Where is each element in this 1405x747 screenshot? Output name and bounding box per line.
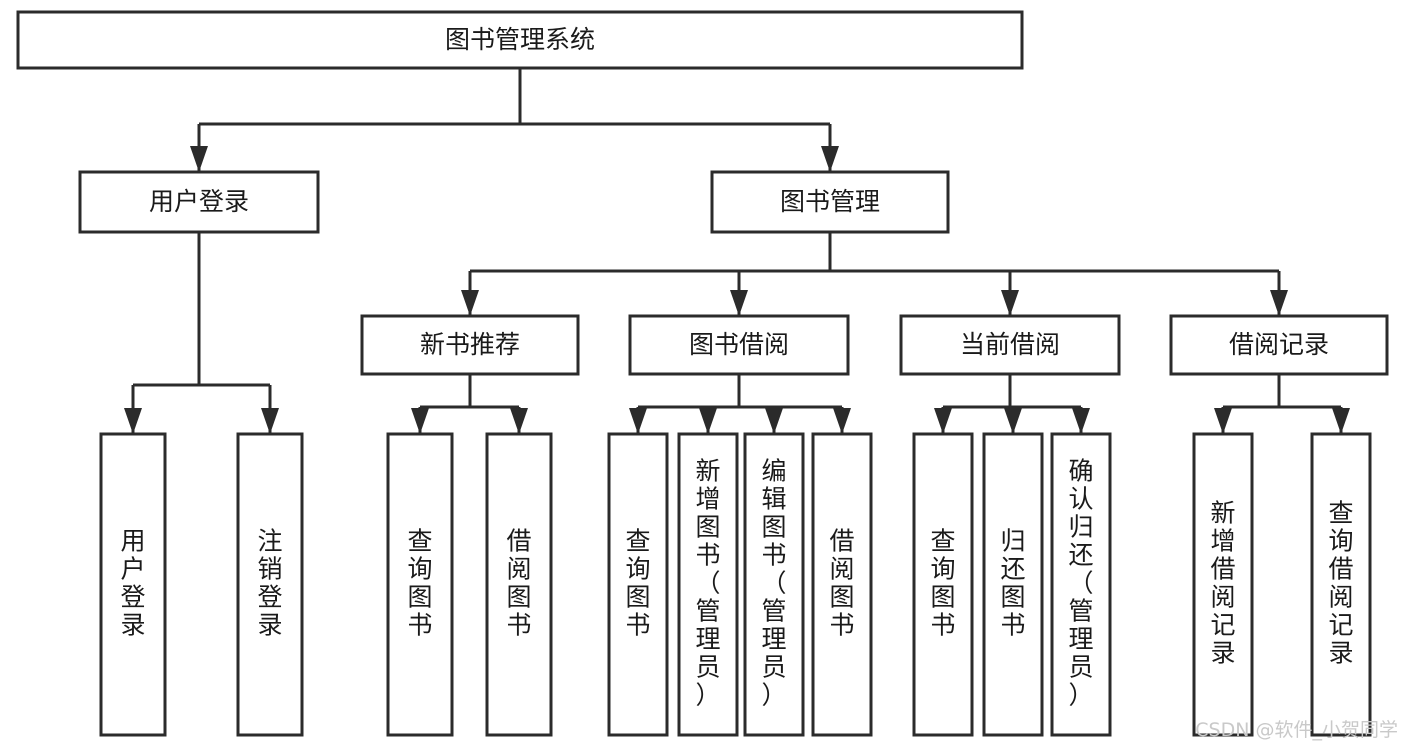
node-box[interactable] — [485, 432, 553, 737]
node-label: 归还图书 — [1000, 527, 1025, 640]
node-label: 注销登录 — [257, 527, 282, 640]
node-root[interactable]: 图书管理系统 — [16, 10, 1024, 70]
node-box[interactable] — [677, 432, 739, 737]
node-label: 借阅记录 — [1229, 330, 1329, 359]
arrow-head-icon — [934, 408, 952, 434]
node-book-manage[interactable]: 图书管理 — [710, 170, 950, 234]
node-leaf-borrow-book-recommend[interactable]: 借阅图书 — [485, 432, 553, 737]
node-box[interactable] — [99, 432, 167, 737]
node-box[interactable] — [899, 314, 1121, 376]
nodes-layer: 图书管理系统用户登录图书管理新书推荐图书借阅当前借阅借阅记录用户登录注销登录查询… — [16, 10, 1389, 737]
node-label: 新增图书（管理员） — [695, 457, 720, 710]
node-leaf-return-book[interactable]: 归还图书 — [982, 432, 1044, 737]
node-box[interactable] — [236, 432, 304, 737]
node-box[interactable] — [1192, 432, 1254, 737]
arrow-head-icon — [833, 408, 851, 434]
node-label: 确认归还（管理员） — [1068, 457, 1093, 710]
arrow-head-icon — [629, 408, 647, 434]
node-leaf-query-book[interactable]: 查询图书 — [607, 432, 669, 737]
node-label: 图书管理 — [780, 187, 880, 216]
arrow-head-icon — [1004, 408, 1022, 434]
arrow-head-icon — [261, 408, 279, 434]
node-label: 用户登录 — [149, 187, 249, 216]
node-new-book-recommend[interactable]: 新书推荐 — [360, 314, 580, 376]
node-book-borrow[interactable]: 图书借阅 — [628, 314, 850, 376]
arrow-head-icon — [461, 290, 479, 316]
node-box[interactable] — [811, 432, 873, 737]
arrow-head-icon — [1270, 290, 1288, 316]
node-box[interactable] — [743, 432, 805, 737]
node-leaf-borrow-book[interactable]: 借阅图书 — [811, 432, 873, 737]
node-box[interactable] — [1310, 432, 1372, 737]
node-leaf-edit-book[interactable]: 编辑图书（管理员） — [743, 432, 805, 737]
node-label: 查询借阅记录 — [1328, 499, 1353, 668]
node-label: 查询图书 — [625, 527, 650, 640]
node-label: 编辑图书（管理员） — [761, 457, 786, 710]
node-box[interactable] — [607, 432, 669, 737]
node-leaf-logout[interactable]: 注销登录 — [236, 432, 304, 737]
arrow-head-icon — [765, 408, 783, 434]
node-leaf-add-book[interactable]: 新增图书（管理员） — [677, 432, 739, 737]
node-label: 新增借阅记录 — [1210, 499, 1235, 668]
node-box[interactable] — [710, 170, 950, 234]
csdn-watermark: CSDN @软件_小贺同学 — [1195, 719, 1398, 741]
node-box[interactable] — [360, 314, 580, 376]
node-box[interactable] — [982, 432, 1044, 737]
node-label: 当前借阅 — [960, 330, 1060, 359]
node-label: 新书推荐 — [420, 330, 520, 359]
node-leaf-query-book-recommend[interactable]: 查询图书 — [386, 432, 454, 737]
node-leaf-confirm-return[interactable]: 确认归还（管理员） — [1050, 432, 1112, 737]
node-leaf-query-book-current[interactable]: 查询图书 — [912, 432, 974, 737]
node-label: 用户登录 — [120, 527, 145, 640]
arrow-head-icon — [190, 146, 208, 172]
node-label: 借阅图书 — [829, 527, 854, 640]
arrow-head-icon — [1072, 408, 1090, 434]
arrow-head-icon — [699, 408, 717, 434]
node-box[interactable] — [1169, 314, 1389, 376]
node-label: 图书管理系统 — [445, 25, 595, 54]
node-label: 查询图书 — [930, 527, 955, 640]
node-label: 借阅图书 — [506, 527, 531, 640]
arrow-head-icon — [510, 408, 528, 434]
node-leaf-user-login[interactable]: 用户登录 — [99, 432, 167, 737]
arrow-head-icon — [411, 408, 429, 434]
node-box[interactable] — [628, 314, 850, 376]
connectors-layer — [124, 68, 1350, 434]
arrow-head-icon — [730, 290, 748, 316]
arrow-head-icon — [1332, 408, 1350, 434]
node-label: 图书借阅 — [689, 330, 789, 359]
node-box[interactable] — [1050, 432, 1112, 737]
arrow-head-icon — [1001, 290, 1019, 316]
node-label: 查询图书 — [407, 527, 432, 640]
arrow-head-icon — [124, 408, 142, 434]
node-box[interactable] — [78, 170, 320, 234]
node-box[interactable] — [16, 10, 1024, 70]
node-leaf-add-borrow-record[interactable]: 新增借阅记录 — [1192, 432, 1254, 737]
node-box[interactable] — [386, 432, 454, 737]
node-user-login[interactable]: 用户登录 — [78, 170, 320, 234]
node-box[interactable] — [912, 432, 974, 737]
arrow-head-icon — [821, 146, 839, 172]
node-borrow-records[interactable]: 借阅记录 — [1169, 314, 1389, 376]
node-leaf-query-borrow-record[interactable]: 查询借阅记录 — [1310, 432, 1372, 737]
arrow-head-icon — [1214, 408, 1232, 434]
node-current-borrow[interactable]: 当前借阅 — [899, 314, 1121, 376]
